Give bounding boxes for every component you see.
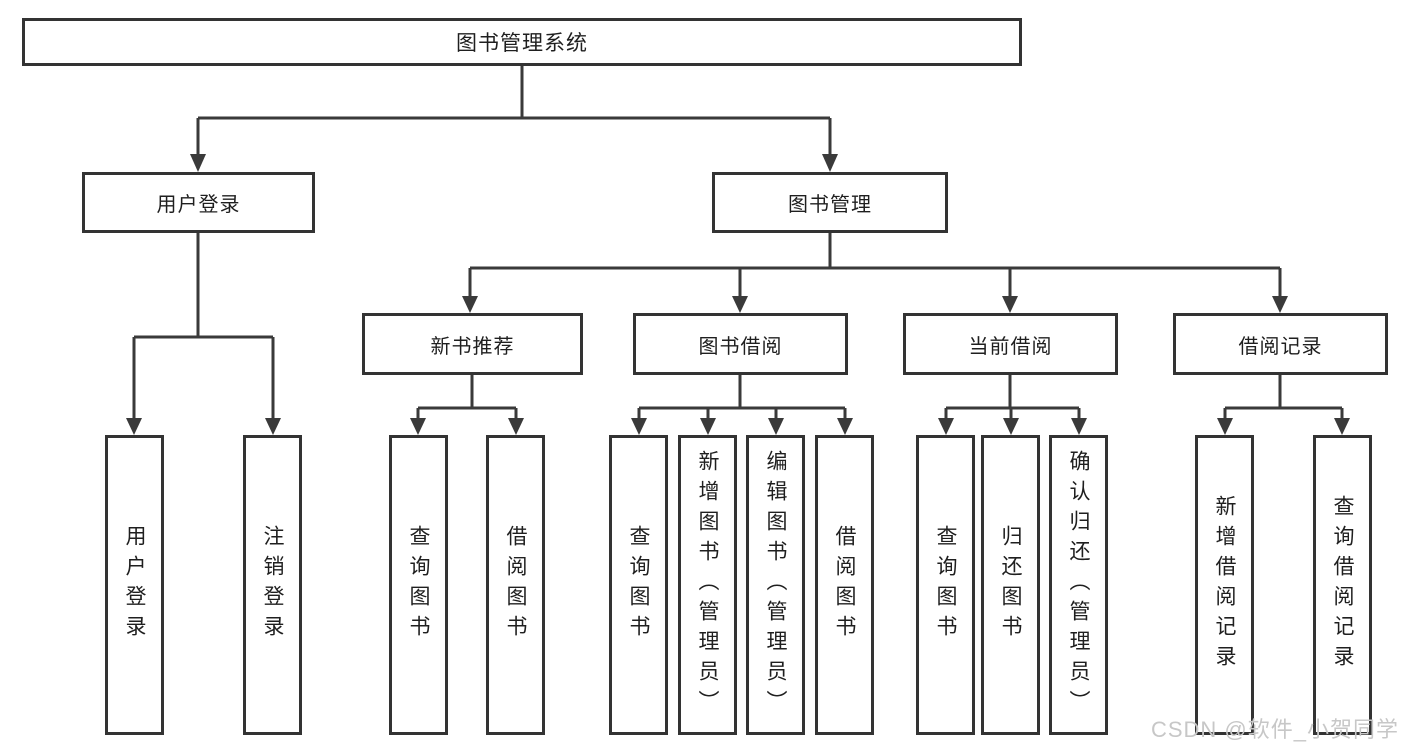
node-label: 查询图书 [627,525,650,645]
node-label: 确认归还（管理员） [1067,450,1090,720]
node-root-library-system: 图书管理系统 [22,18,1022,66]
arrowheads [126,154,1350,435]
node-label: 新增借阅记录 [1213,495,1236,675]
node-label: 图书借阅 [698,335,783,358]
node-label: 查询图书 [934,525,957,645]
node-leaf-query-book-2: 查询图书 [609,435,668,735]
node-book-management: 图书管理 [712,172,948,233]
connector-userlogin-bus [132,233,275,421]
connector-newbook-bus [416,375,518,421]
connector-bookmgmt-bus [468,233,1282,299]
node-label: 借阅图书 [504,525,527,645]
node-label: 图书管理 [788,194,872,216]
node-label: 借阅图书 [833,525,856,645]
node-book-borrow: 图书借阅 [633,313,848,375]
connector-root-bus [196,116,832,158]
node-label: 归还图书 [999,525,1022,645]
node-leaf-query-borrow-record: 查询借阅记录 [1313,435,1372,735]
node-new-book-recommend: 新书推荐 [362,313,583,375]
node-label: 查询借阅记录 [1331,495,1354,675]
node-label: 用户登录 [156,194,241,216]
node-label: 借阅记录 [1238,335,1323,358]
connector-bookborrow-bus [637,375,847,421]
node-leaf-add-borrow-record: 新增借阅记录 [1195,435,1254,735]
node-label: 新书推荐 [430,335,515,358]
node-leaf-query-book-1: 查询图书 [389,435,448,735]
node-leaf-return-book: 归还图书 [981,435,1040,735]
node-leaf-borrow-book-2: 借阅图书 [815,435,874,735]
node-borrow-record: 借阅记录 [1173,313,1388,375]
node-current-borrow: 当前借阅 [903,313,1118,375]
node-label: 用户登录 [123,525,146,645]
connector-borrowrecord-bus [1223,375,1344,421]
connector-currentborrow-bus [944,375,1081,421]
node-label: 当前借阅 [968,335,1053,358]
node-leaf-user-login: 用户登录 [105,435,164,735]
node-label: 查询图书 [407,525,430,645]
node-label: 编辑图书（管理员） [764,450,787,720]
node-leaf-borrow-book-1: 借阅图书 [486,435,545,735]
node-label: 新增图书（管理员） [696,450,719,720]
node-leaf-confirm-return-admin: 确认归还（管理员） [1049,435,1108,735]
node-leaf-logout: 注销登录 [243,435,302,735]
node-leaf-edit-book-admin: 编辑图书（管理员） [746,435,805,735]
node-leaf-query-book-3: 查询图书 [916,435,975,735]
node-user-login-branch: 用户登录 [82,172,315,233]
csdn-watermark: CSDN @软件_小贺同学 [1150,717,1399,742]
node-label: 图书管理系统 [456,32,588,55]
node-leaf-add-book-admin: 新增图书（管理员） [678,435,737,735]
node-label: 注销登录 [261,525,284,645]
